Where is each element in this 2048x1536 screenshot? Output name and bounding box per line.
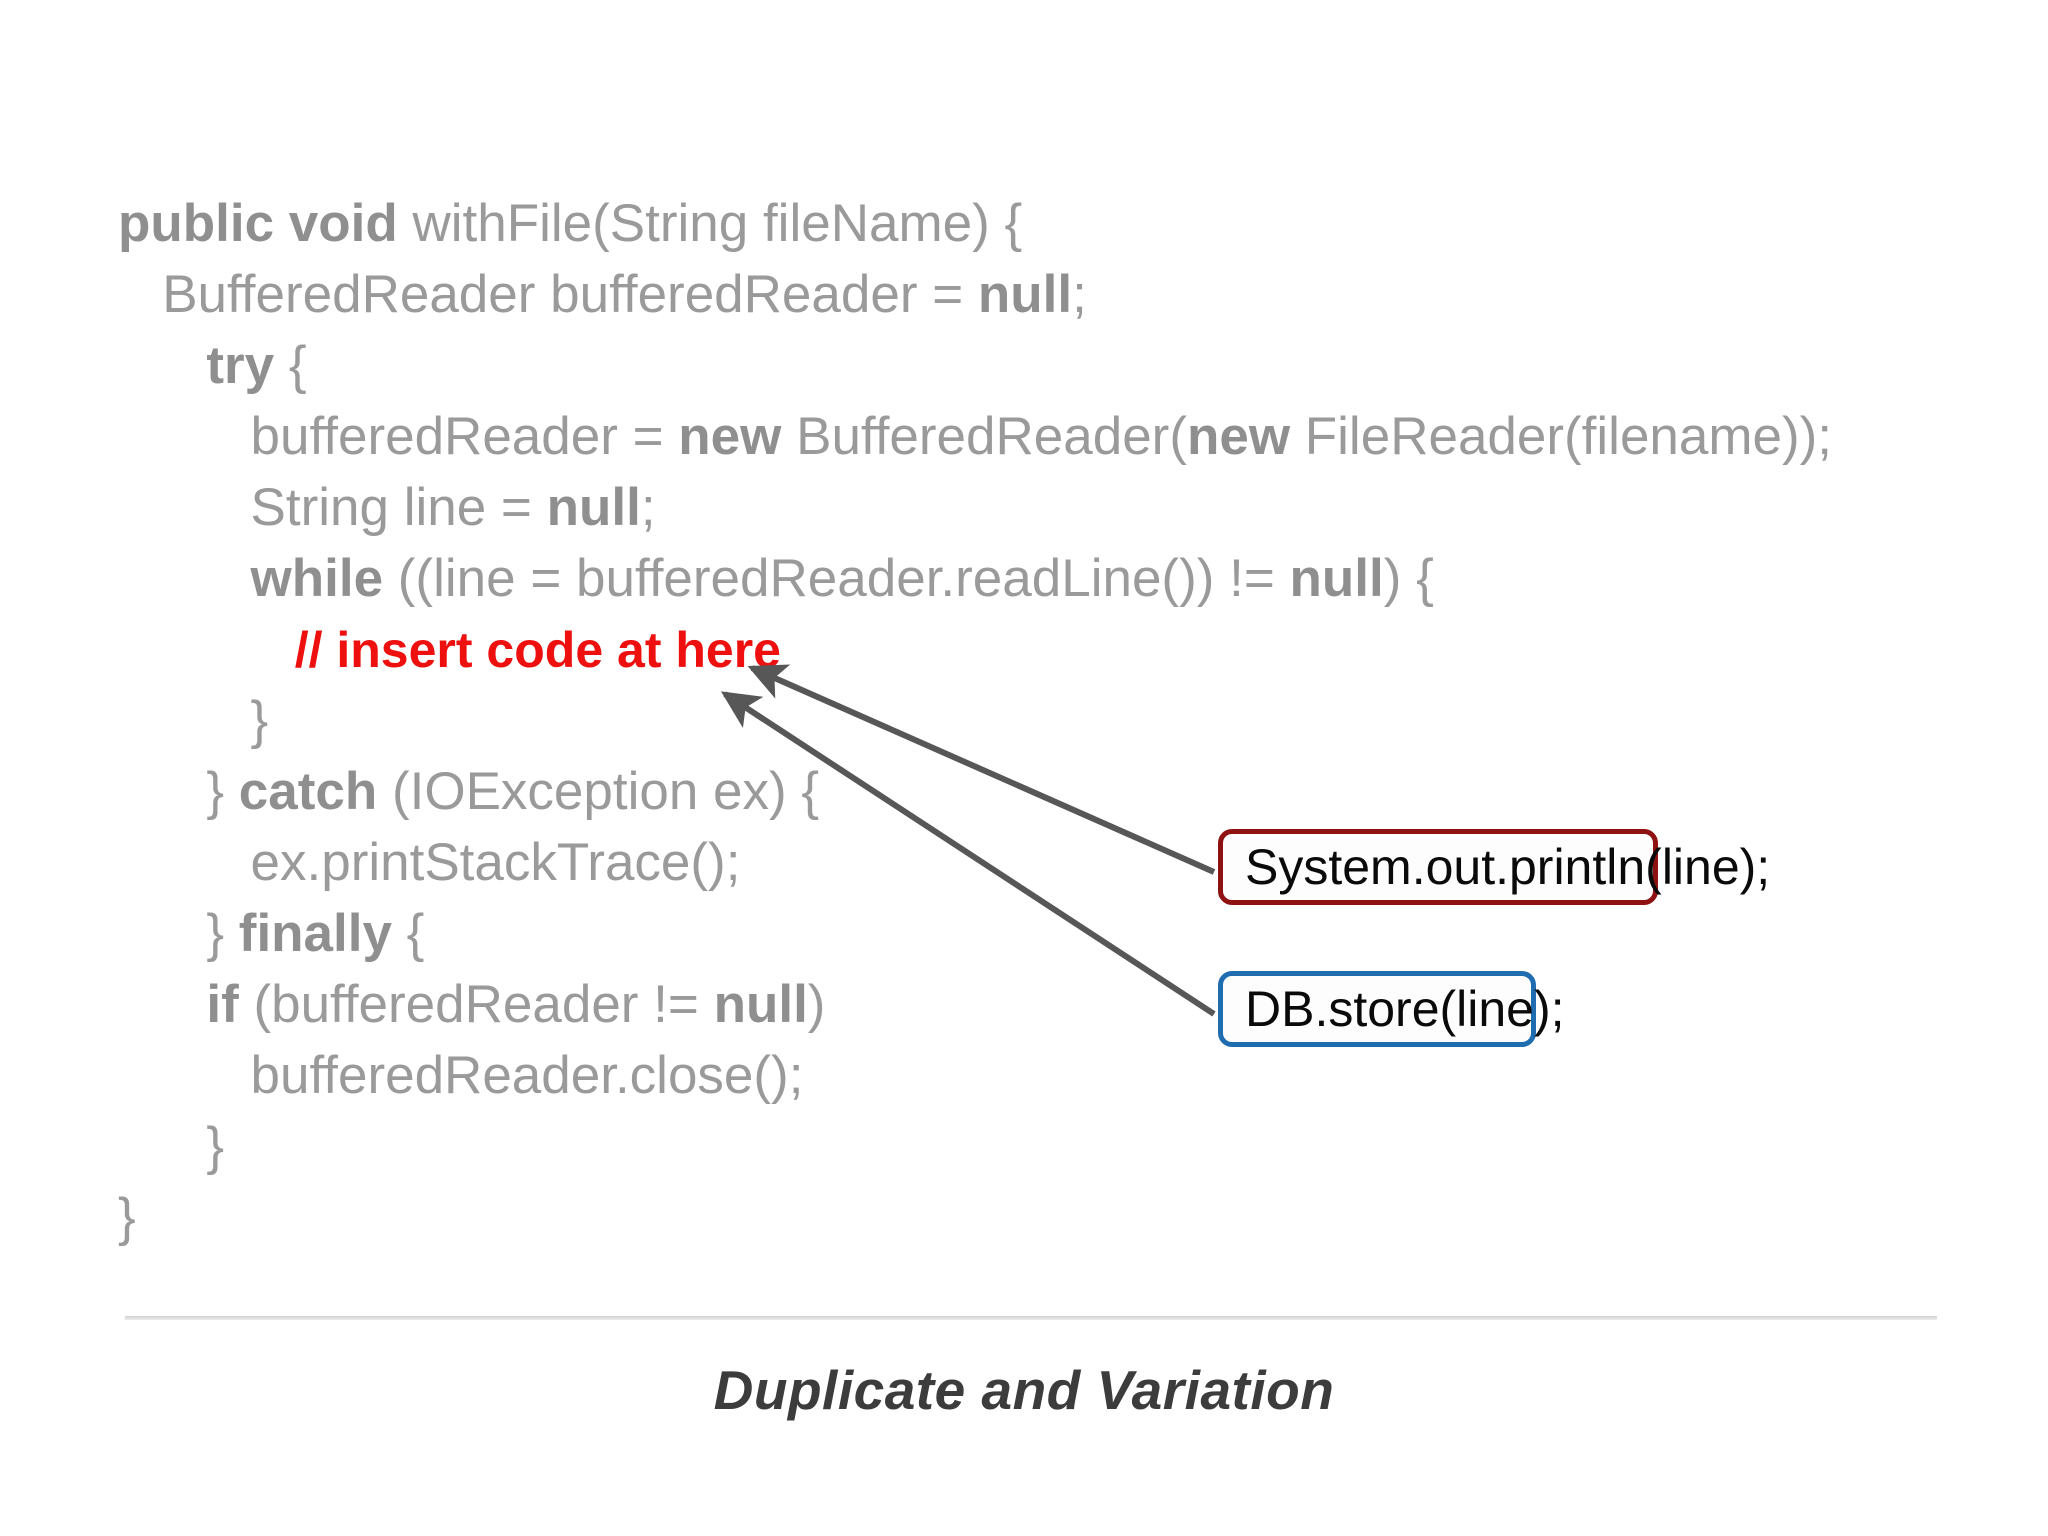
line-close-finally: } bbox=[118, 1111, 1968, 1182]
line-close-while: } bbox=[118, 685, 1968, 756]
line-declare-line: String line = null; bbox=[118, 472, 1968, 543]
line-close-method: } bbox=[118, 1182, 1968, 1253]
line-while: while ((line = bufferedReader.readLine()… bbox=[118, 543, 1968, 614]
line-close-while-seg-0: } bbox=[250, 691, 269, 750]
line-finally-seg-1: finally bbox=[238, 904, 392, 963]
line-finally-seg-0: } bbox=[206, 904, 239, 963]
line-while-seg-1: ((line = bufferedReader.readLine()) != bbox=[383, 549, 1290, 608]
line-catch-seg-0: } bbox=[206, 762, 239, 821]
line-new-reader-seg-1: new bbox=[678, 407, 782, 466]
callout-dbstore-label: DB.store(line); bbox=[1245, 981, 1565, 1037]
line-new-reader-seg-4: FileReader(filename)); bbox=[1290, 407, 1833, 466]
line-if-not-null-seg-1: (bufferedReader != bbox=[238, 975, 714, 1034]
line-declare-line-seg-2: ; bbox=[640, 478, 656, 537]
line-new-reader: bufferedReader = new BufferedReader(new … bbox=[118, 401, 1968, 472]
line-while-seg-0: while bbox=[250, 549, 384, 608]
line-printstacktrace-seg-0: ex.printStackTrace(); bbox=[250, 833, 741, 892]
callout-box-dbstore[interactable]: DB.store(line); bbox=[1218, 971, 1565, 1047]
line-declare-reader-seg-1: null bbox=[977, 265, 1073, 324]
line-close-finally-seg-0: } bbox=[206, 1117, 225, 1176]
line-declare-line-seg-0: String line = bbox=[250, 478, 547, 537]
line-finally: } finally { bbox=[118, 898, 1968, 969]
line-if-not-null-seg-0: if bbox=[206, 975, 239, 1034]
line-catch: } catch (IOException ex) { bbox=[118, 756, 1968, 827]
slide-caption: Duplicate and Variation bbox=[713, 1359, 1335, 1421]
code-listing: public void withFile(String fileName) { … bbox=[118, 188, 1968, 1253]
line-catch-seg-1: catch bbox=[238, 762, 378, 821]
line-close-method-seg-0: } bbox=[118, 1188, 136, 1247]
line-new-reader-seg-2: BufferedReader( bbox=[781, 407, 1187, 466]
line-try-seg-1: { bbox=[274, 336, 307, 395]
callout-box-println[interactable]: System.out.println(line); bbox=[1218, 829, 1770, 905]
line-close-reader: bufferedReader.close(); bbox=[118, 1040, 1968, 1111]
line-new-reader-seg-3: new bbox=[1186, 407, 1291, 466]
line-if-not-null: if (bufferedReader != null) bbox=[118, 969, 1968, 1040]
line-finally-seg-2: { bbox=[391, 904, 425, 963]
callout-println-label: System.out.println(line); bbox=[1245, 839, 1771, 895]
line-method-signature: public void withFile(String fileName) { bbox=[118, 188, 1968, 259]
line-try-seg-0: try bbox=[206, 336, 275, 395]
line-insert-comment: // insert code at here bbox=[118, 614, 1968, 685]
line-printstacktrace: ex.printStackTrace(); bbox=[118, 827, 1968, 898]
footer-divider bbox=[125, 1316, 1937, 1320]
line-insert-comment-seg-0: // insert code at here bbox=[294, 622, 781, 678]
line-catch-seg-2: (IOException ex) { bbox=[377, 762, 820, 821]
line-if-not-null-seg-3: ) bbox=[807, 975, 826, 1034]
line-declare-line-seg-1: null bbox=[546, 478, 641, 537]
line-try: try { bbox=[118, 330, 1968, 401]
line-declare-reader-seg-0: BufferedReader bufferedReader = bbox=[162, 265, 978, 324]
line-if-not-null-seg-2: null bbox=[713, 975, 808, 1034]
line-while-seg-3: ) { bbox=[1383, 549, 1434, 608]
line-method-signature-seg-1: withFile(String fileName) { bbox=[397, 194, 1023, 253]
line-declare-reader-seg-2: ; bbox=[1072, 265, 1087, 324]
line-method-signature-seg-0: public void bbox=[118, 194, 398, 253]
line-declare-reader: BufferedReader bufferedReader = null; bbox=[118, 259, 1968, 330]
line-new-reader-seg-0: bufferedReader = bbox=[250, 407, 679, 466]
line-while-seg-2: null bbox=[1289, 549, 1384, 608]
line-close-reader-seg-0: bufferedReader.close(); bbox=[250, 1046, 804, 1105]
